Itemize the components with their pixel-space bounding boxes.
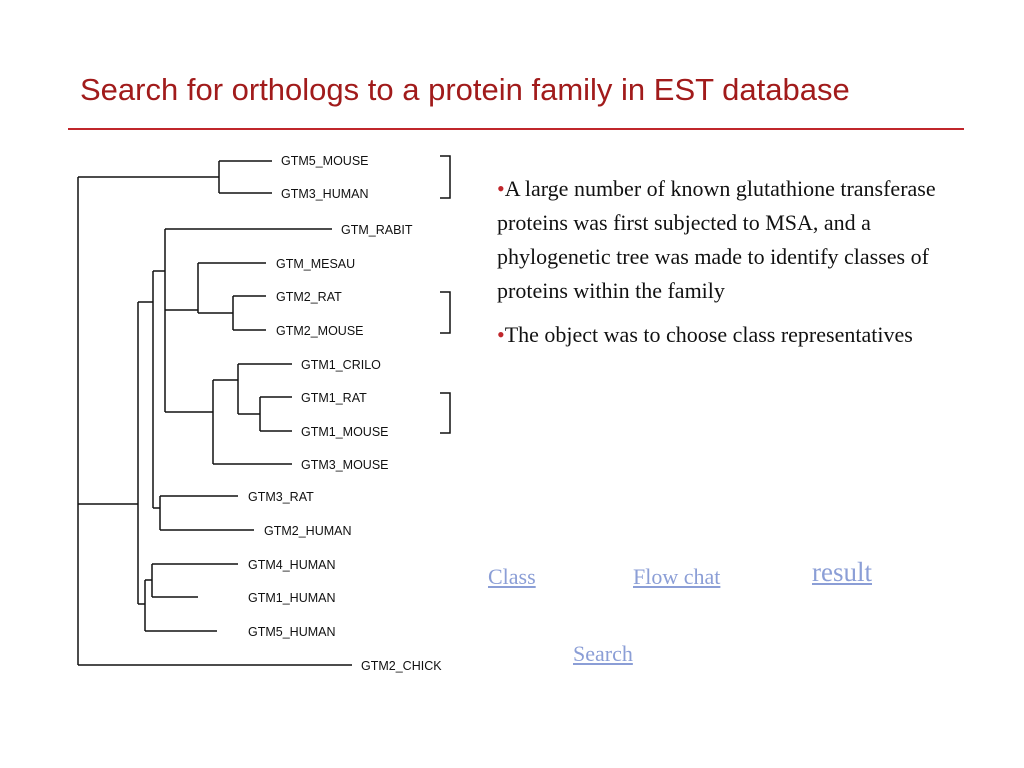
class-bracket: [440, 291, 451, 334]
slide-title: Search for orthologs to a protein family…: [80, 72, 850, 107]
tree-leaf-label: GTM1_RAT: [301, 391, 367, 405]
bullet-text: A large number of known glutathione tran…: [497, 176, 936, 303]
tree-leaf-label: GTM4_HUMAN: [248, 558, 336, 572]
tree-leaf-label: GTM_MESAU: [276, 257, 355, 271]
tree-leaf-label: GTM2_CHICK: [361, 659, 442, 673]
bullet-marker: •: [497, 322, 505, 347]
tree-leaf-label: GTM1_MOUSE: [301, 425, 389, 439]
tree-leaf-label: GTM2_RAT: [276, 290, 342, 304]
bullet-text: The object was to choose class represent…: [504, 322, 913, 347]
tree-leaf-label: GTM3_RAT: [248, 490, 314, 504]
search-link[interactable]: Search: [573, 641, 633, 666]
tree-leaf-label: GTM3_HUMAN: [281, 187, 369, 201]
class-bracket: [440, 392, 451, 434]
tree-leaf-label: GTM1_HUMAN: [248, 591, 336, 605]
bullet-item: •A large number of known glutathione tra…: [497, 172, 947, 308]
bullet-marker: •: [497, 176, 505, 201]
flow-chat-link[interactable]: Flow chat: [633, 564, 721, 589]
bullet-list: •A large number of known glutathione tra…: [497, 172, 947, 362]
tree-leaf-label: GTM5_HUMAN: [248, 625, 336, 639]
tree-leaf-label: GTM5_MOUSE: [281, 154, 369, 168]
bullet-item: •The object was to choose class represen…: [497, 318, 947, 352]
tree-leaf-label: GTM1_CRILO: [301, 358, 381, 372]
class-bracket: [440, 155, 451, 199]
tree-leaf-label: GTM3_MOUSE: [301, 458, 389, 472]
tree-leaf-label: GTM2_MOUSE: [276, 324, 364, 338]
title-divider: [68, 128, 964, 130]
tree-leaf-label: GTM2_HUMAN: [264, 524, 352, 538]
tree-leaf-label: GTM_RABIT: [341, 223, 413, 237]
class-link[interactable]: Class: [488, 564, 536, 589]
result-link[interactable]: result: [812, 557, 872, 587]
